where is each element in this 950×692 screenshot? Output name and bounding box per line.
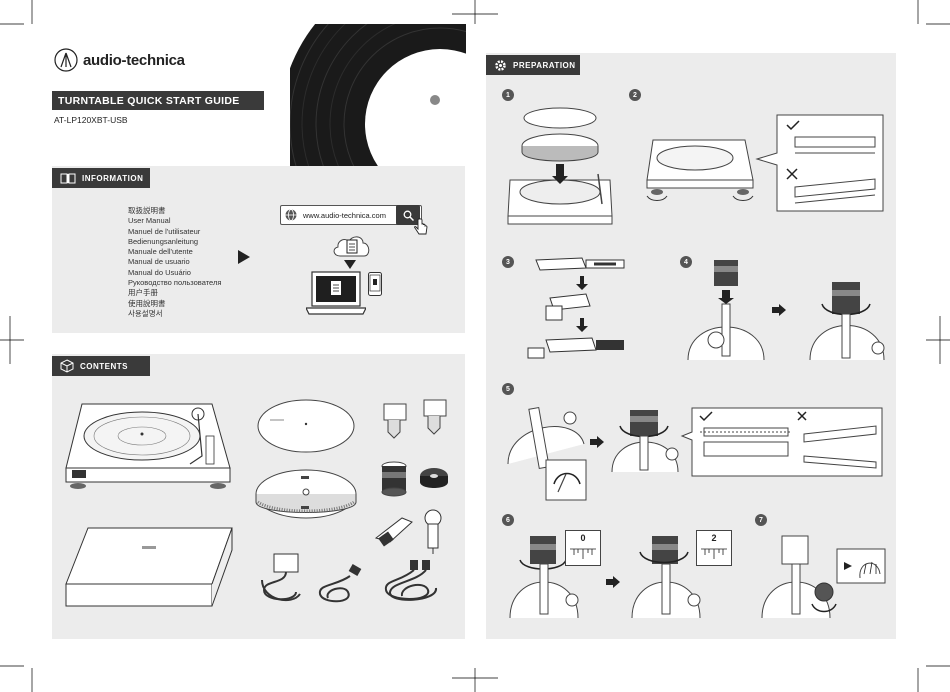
information-panel bbox=[52, 166, 465, 333]
globe-icon bbox=[284, 208, 298, 222]
step-7-badge: 7 bbox=[755, 514, 767, 526]
ac-adapter-illustration bbox=[256, 550, 306, 606]
step-3-illustration bbox=[526, 254, 632, 364]
audio-technica-logo-icon bbox=[54, 48, 78, 72]
language-item: 사용설명서 bbox=[128, 309, 221, 319]
step-6-badge: 6 bbox=[502, 514, 514, 526]
headshell-cartridge-illustration bbox=[372, 512, 416, 548]
adapter-45rpm-illustration bbox=[418, 466, 450, 492]
language-item: 使用說明書 bbox=[128, 299, 221, 309]
rca-cable-illustration bbox=[380, 556, 444, 606]
dial-value-zero: 0 bbox=[566, 533, 600, 543]
guide-title: TURNTABLE QUICK START GUIDE bbox=[58, 95, 240, 107]
arrow-right-icon bbox=[238, 250, 250, 264]
slipmat-illustration bbox=[256, 398, 356, 454]
cloud-document-icon bbox=[330, 230, 374, 260]
step-5-badge: 5 bbox=[502, 383, 514, 395]
pointer-hand-icon bbox=[413, 218, 429, 238]
anti-skate-dial-callout bbox=[836, 548, 886, 584]
language-item: 取扱説明書 bbox=[128, 206, 221, 216]
arrow-right-icon bbox=[590, 436, 604, 448]
language-item: Manual de usuario bbox=[128, 257, 221, 267]
brand-logo: audio-technica bbox=[54, 48, 185, 72]
language-item: Bedienungsanleitung bbox=[128, 237, 221, 247]
website-url: www.audio-technica.com bbox=[303, 211, 386, 220]
vinyl-record-graphic bbox=[290, 24, 466, 166]
language-item: Manuel de l'utilisateur bbox=[128, 227, 221, 237]
step-2-badge: 2 bbox=[629, 89, 641, 101]
step-7-illustration bbox=[760, 530, 844, 620]
step-5b-illustration bbox=[610, 404, 680, 474]
gear-icon bbox=[494, 59, 507, 72]
headshell-weights-illustration bbox=[380, 396, 452, 442]
platter-illustration bbox=[254, 466, 358, 524]
dial-scale-icon bbox=[566, 543, 600, 561]
model-number: AT-LP120XBT-USB bbox=[54, 115, 128, 125]
language-item: Manuale dell'utente bbox=[128, 247, 221, 257]
level-check-callout bbox=[755, 113, 885, 213]
step-4b-illustration bbox=[808, 278, 886, 362]
arrow-right-icon bbox=[606, 576, 620, 588]
counterweight-illustration bbox=[380, 460, 408, 498]
download-arrow-icon bbox=[344, 260, 356, 270]
language-item: Руководство пользователя bbox=[128, 278, 221, 288]
information-header: INFORMATION bbox=[52, 168, 150, 188]
language-item: 用户手册 bbox=[128, 288, 221, 298]
dial-value-two: 2 bbox=[697, 533, 731, 543]
laptop-icon bbox=[306, 270, 366, 316]
step-1-illustration bbox=[506, 104, 614, 230]
smartphone-icon bbox=[368, 272, 382, 296]
contents-heading: CONTENTS bbox=[80, 362, 128, 371]
dust-cover-illustration bbox=[62, 526, 234, 612]
step-3-badge: 3 bbox=[502, 256, 514, 268]
guide-title-bar: TURNTABLE QUICK START GUIDE bbox=[52, 91, 264, 110]
step-1-badge: 1 bbox=[502, 89, 514, 101]
brand-name: audio-technica bbox=[83, 52, 185, 69]
balance-check-callout bbox=[680, 406, 884, 478]
search-icon bbox=[403, 210, 414, 221]
step-2-illustration bbox=[645, 136, 755, 204]
usb-cable-illustration bbox=[314, 562, 364, 606]
language-item: User Manual bbox=[128, 216, 221, 226]
preparation-header: PREPARATION bbox=[486, 55, 580, 75]
book-icon bbox=[60, 173, 76, 184]
step-4-illustration bbox=[686, 256, 766, 362]
overhang-gauge-illustration bbox=[424, 508, 442, 554]
contents-header: CONTENTS bbox=[52, 356, 150, 376]
information-heading: INFORMATION bbox=[82, 174, 143, 183]
language-item: Manual do Usuário bbox=[128, 268, 221, 278]
preparation-heading: PREPARATION bbox=[513, 61, 576, 70]
dial-gauge-zero: 0 bbox=[565, 530, 601, 566]
step-5-illustration bbox=[506, 404, 590, 504]
manual-language-list: 取扱説明書 User Manual Manuel de l'utilisateu… bbox=[128, 206, 221, 319]
dial-gauge-two: 2 bbox=[696, 530, 732, 566]
box-icon bbox=[60, 359, 74, 373]
dial-scale-icon bbox=[697, 543, 731, 561]
arrow-right-icon bbox=[772, 304, 786, 316]
turntable-illustration bbox=[62, 396, 234, 496]
